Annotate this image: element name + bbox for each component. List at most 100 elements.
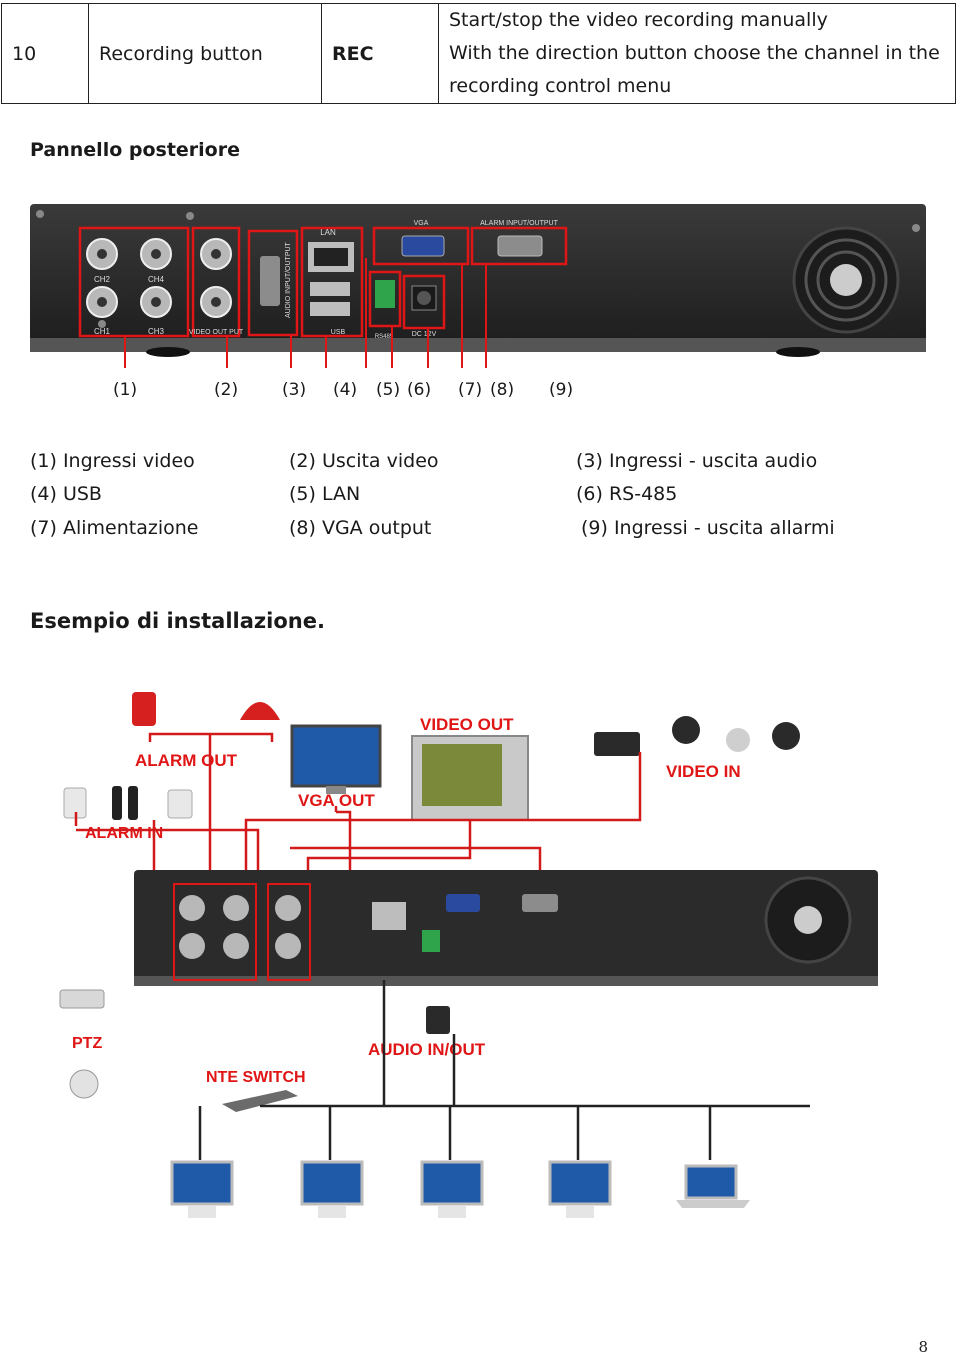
monitor-icon: [290, 724, 382, 788]
vga-label: VGA: [414, 220, 429, 227]
lan-label: LAN: [320, 228, 336, 237]
foot: [146, 347, 190, 357]
ch4-label: CH4: [148, 275, 165, 284]
callout-label: (9): [549, 380, 574, 400]
dvr-bnc-connectors: [179, 895, 301, 959]
alarm-in-label: ALARM IN: [85, 825, 163, 842]
installation-drawing: ALARM OUT ALARM IN VGA OUT VIDEO OUT VID…: [59, 692, 878, 1218]
highlight-rs485: [368, 270, 402, 328]
alarm-port: [497, 235, 543, 257]
dvr-lan-port: [372, 902, 406, 930]
callout-lines: [124, 258, 487, 368]
screw-icon: [912, 224, 920, 232]
vga-port: [401, 235, 445, 257]
network-lines: [198, 980, 810, 1160]
description-line: recording control menu: [449, 75, 672, 97]
ptz-keyboard-icon: [59, 989, 105, 1009]
foot: [776, 347, 820, 357]
highlight-audio: [247, 229, 299, 337]
legend-item: (4) USB: [30, 483, 102, 505]
vga-out-label: VGA OUT: [298, 791, 375, 810]
dvr-unit: [134, 870, 878, 982]
siren-icon: [132, 692, 156, 726]
dvr-rs485: [422, 930, 440, 952]
ch1-label: CH1: [94, 327, 111, 336]
usb-label: USB: [331, 329, 346, 336]
rs485-terminal: [375, 280, 395, 308]
highlight-lan-usb: [300, 226, 364, 338]
legend-item: (5) LAN: [289, 483, 361, 505]
audio-label: AUDIO IN/OUT: [368, 1040, 486, 1059]
callout-label: (5): [376, 380, 401, 400]
dome-camera-icon: [726, 728, 750, 752]
ch3-label: CH3: [148, 327, 165, 336]
installation-title: Esempio di installazione.: [30, 609, 325, 633]
legend-item: (3) Ingressi - uscita audio: [576, 450, 818, 472]
legend-item: (7) Alimentazione: [30, 517, 199, 539]
panel-base: [30, 338, 926, 352]
sensor-icon: [112, 786, 122, 820]
installation-diagram: ALARM OUT ALARM IN VGA OUT VIDEO OUT VID…: [50, 680, 900, 1240]
callout-label: (6): [407, 380, 432, 400]
highlight-video-output: [191, 226, 241, 338]
dvr-alarm-port: [522, 894, 558, 912]
screw-icon: [98, 320, 106, 328]
callout-label: (4): [333, 380, 358, 400]
laptop-icon: [676, 1164, 750, 1208]
video-out-label: VIDEO OUT PUT: [189, 329, 244, 336]
client-pc-icon: [420, 1160, 484, 1218]
page-number: 8: [918, 1338, 928, 1356]
video-out-label: VIDEO OUT: [420, 715, 514, 734]
function-description: Start/stop the video recording manually …: [438, 3, 956, 104]
description-line: Start/stop the video recording manually: [449, 9, 828, 31]
key-label: REC: [321, 3, 439, 104]
dvr-vga-port: [446, 894, 480, 912]
dc-label: DC 12V: [412, 331, 437, 338]
usb-port: [310, 282, 350, 296]
alarm-label: ALARM INPUT/OUTPUT: [480, 220, 559, 227]
fan-icon: [792, 226, 900, 334]
screw-icon: [186, 212, 194, 220]
legend-item: (9) Ingressi - uscita allarmi: [581, 517, 835, 539]
screw-icon: [36, 210, 44, 218]
video-in-label: VIDEO IN: [666, 762, 741, 781]
usb-port: [310, 302, 350, 316]
beacon-icon: [240, 702, 280, 720]
highlight-video-inputs: [78, 226, 190, 338]
rear-panel-title: Pannello posteriore: [30, 139, 240, 161]
speaker-icon: [426, 1006, 450, 1034]
audio-label: AUDIO INPUT/OUTPUT: [285, 241, 292, 318]
highlight-vga: [372, 226, 470, 266]
highlight-power: [402, 274, 446, 330]
client-pc-icon: [548, 1160, 612, 1218]
callout-label: (8): [490, 380, 515, 400]
dome-camera-icon: [772, 722, 800, 750]
legend-item: (8) VGA output: [289, 517, 432, 539]
dome-camera-icon: [672, 716, 700, 744]
bnc-connectors-input: [86, 238, 172, 318]
client-pc-icon: [170, 1160, 234, 1218]
camcorder-icon: [594, 732, 640, 756]
callout-numbers: (1) (2) (3) (4) (5) (6) (7) (8) (9): [0, 380, 960, 404]
legend-item: (6) RS-485: [576, 483, 678, 505]
table-row: 10 Recording button REC Start/stop the v…: [1, 3, 956, 104]
legend-item: (2) Uscita video: [289, 450, 439, 472]
rear-panel-image: CH2 CH4 CH1 CH3 VIDEO OUT PUT AUDIO INPU…: [28, 198, 930, 368]
sensor-icon: [128, 786, 138, 820]
ch2-label: CH2: [94, 275, 111, 284]
dvr-rear-panel-drawing: CH2 CH4 CH1 CH3 VIDEO OUT PUT AUDIO INPU…: [30, 204, 926, 368]
alarm-out-label: ALARM OUT: [135, 751, 238, 770]
row-number: 10: [1, 3, 89, 104]
callout-label: (1): [113, 380, 138, 400]
function-name: Recording button: [88, 3, 322, 104]
rs485-label: RS485: [375, 334, 394, 340]
callout-label: (7): [458, 380, 483, 400]
switch-label: NTE SWITCH: [206, 1069, 306, 1086]
legend-item: (1) Ingressi video: [30, 450, 195, 472]
spec-table: 10 Recording button REC Start/stop the v…: [1, 3, 956, 104]
description-line: With the direction button choose the cha…: [449, 42, 940, 64]
network-switch-icon: [222, 1090, 298, 1112]
callout-label: (3): [282, 380, 307, 400]
ptz-camera-icon: [69, 1069, 99, 1099]
panel-body: [30, 204, 926, 344]
